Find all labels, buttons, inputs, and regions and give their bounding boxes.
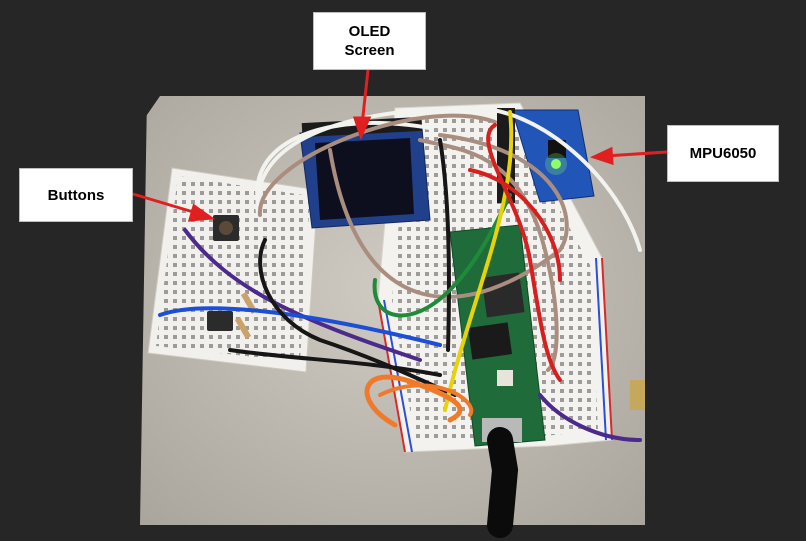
microcontroller-icon [449, 224, 546, 447]
mpu6050-label: MPU6050 [667, 125, 779, 182]
wires [158, 105, 642, 442]
oled-arrow-icon [360, 69, 370, 126]
oled-label-line2: Screen [344, 42, 395, 59]
oled-screen-label: OLED Screen [313, 12, 426, 70]
oled-label-line1: OLED [348, 23, 391, 40]
small-breadboard-icon [147, 167, 319, 373]
push-button-icon [207, 215, 239, 331]
oled-module-icon [299, 116, 431, 229]
buttons-label: Buttons [19, 168, 133, 222]
mpu-arrow-icon [604, 150, 668, 158]
buttons-arrow-icon [132, 192, 201, 216]
annotation-arrows [132, 69, 668, 222]
usb-cable-icon [487, 427, 519, 538]
